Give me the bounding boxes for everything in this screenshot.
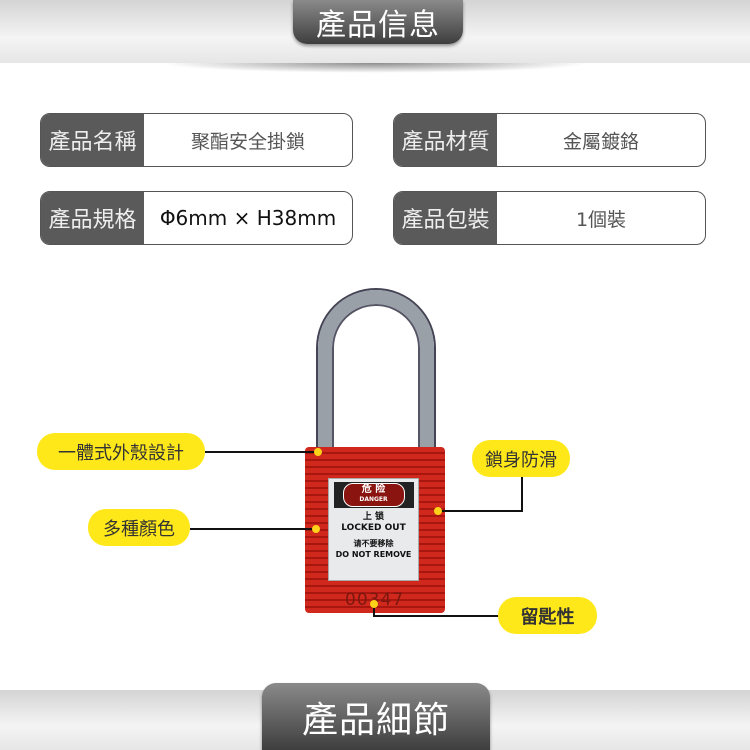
callout-line [440,510,523,512]
spec-label: 產品包裝 [394,192,497,244]
spec-size: 產品規格 Φ6mm × H38mm [40,191,353,245]
locked-en: LOCKED OUT [341,523,406,533]
spec-material: 產品材質 金屬鍍鉻 [393,113,706,167]
callout-line [373,615,499,617]
callout-dot [314,448,322,456]
callout-shell: 一體式外殼設計 [37,433,205,470]
callout-antislip: 鎖身防滑 [472,440,570,477]
callout-dot [434,507,442,515]
spec-value: 金屬鍍鉻 [562,130,639,153]
header-shadow [160,63,590,73]
callout-line [190,528,314,530]
callout-dot [370,600,378,608]
spec-value: 1個裝 [575,208,627,231]
spec-value: Φ6mm × H38mm [159,206,337,230]
spec-label: 產品名稱 [41,114,144,166]
danger-en: DANGER [359,496,388,503]
spec-label: 產品材質 [394,114,497,166]
spec-name: 產品名稱 聚酯安全掛鎖 [40,113,353,167]
padlock-shackle [318,290,434,465]
callout-colors: 多種顏色 [88,509,190,546]
remove-cn: 请不要移除 [353,539,394,548]
section-title-details: 產品細節 [262,683,490,750]
remove-en: DO NOT REMOVE [335,550,412,559]
callout-line [205,451,318,453]
spec-label: 產品規格 [41,192,144,244]
spec-package: 產品包裝 1個裝 [393,191,706,245]
danger-cn: 危 险 [361,484,386,495]
callout-line [521,476,523,512]
section-title: 產品信息 [293,0,463,44]
locked-cn: 上 锁 [362,512,385,522]
callout-key: 留匙性 [498,597,597,634]
callout-line [373,604,375,617]
callout-dot [312,525,320,533]
spec-value: 聚酯安全掛鎖 [190,130,305,153]
